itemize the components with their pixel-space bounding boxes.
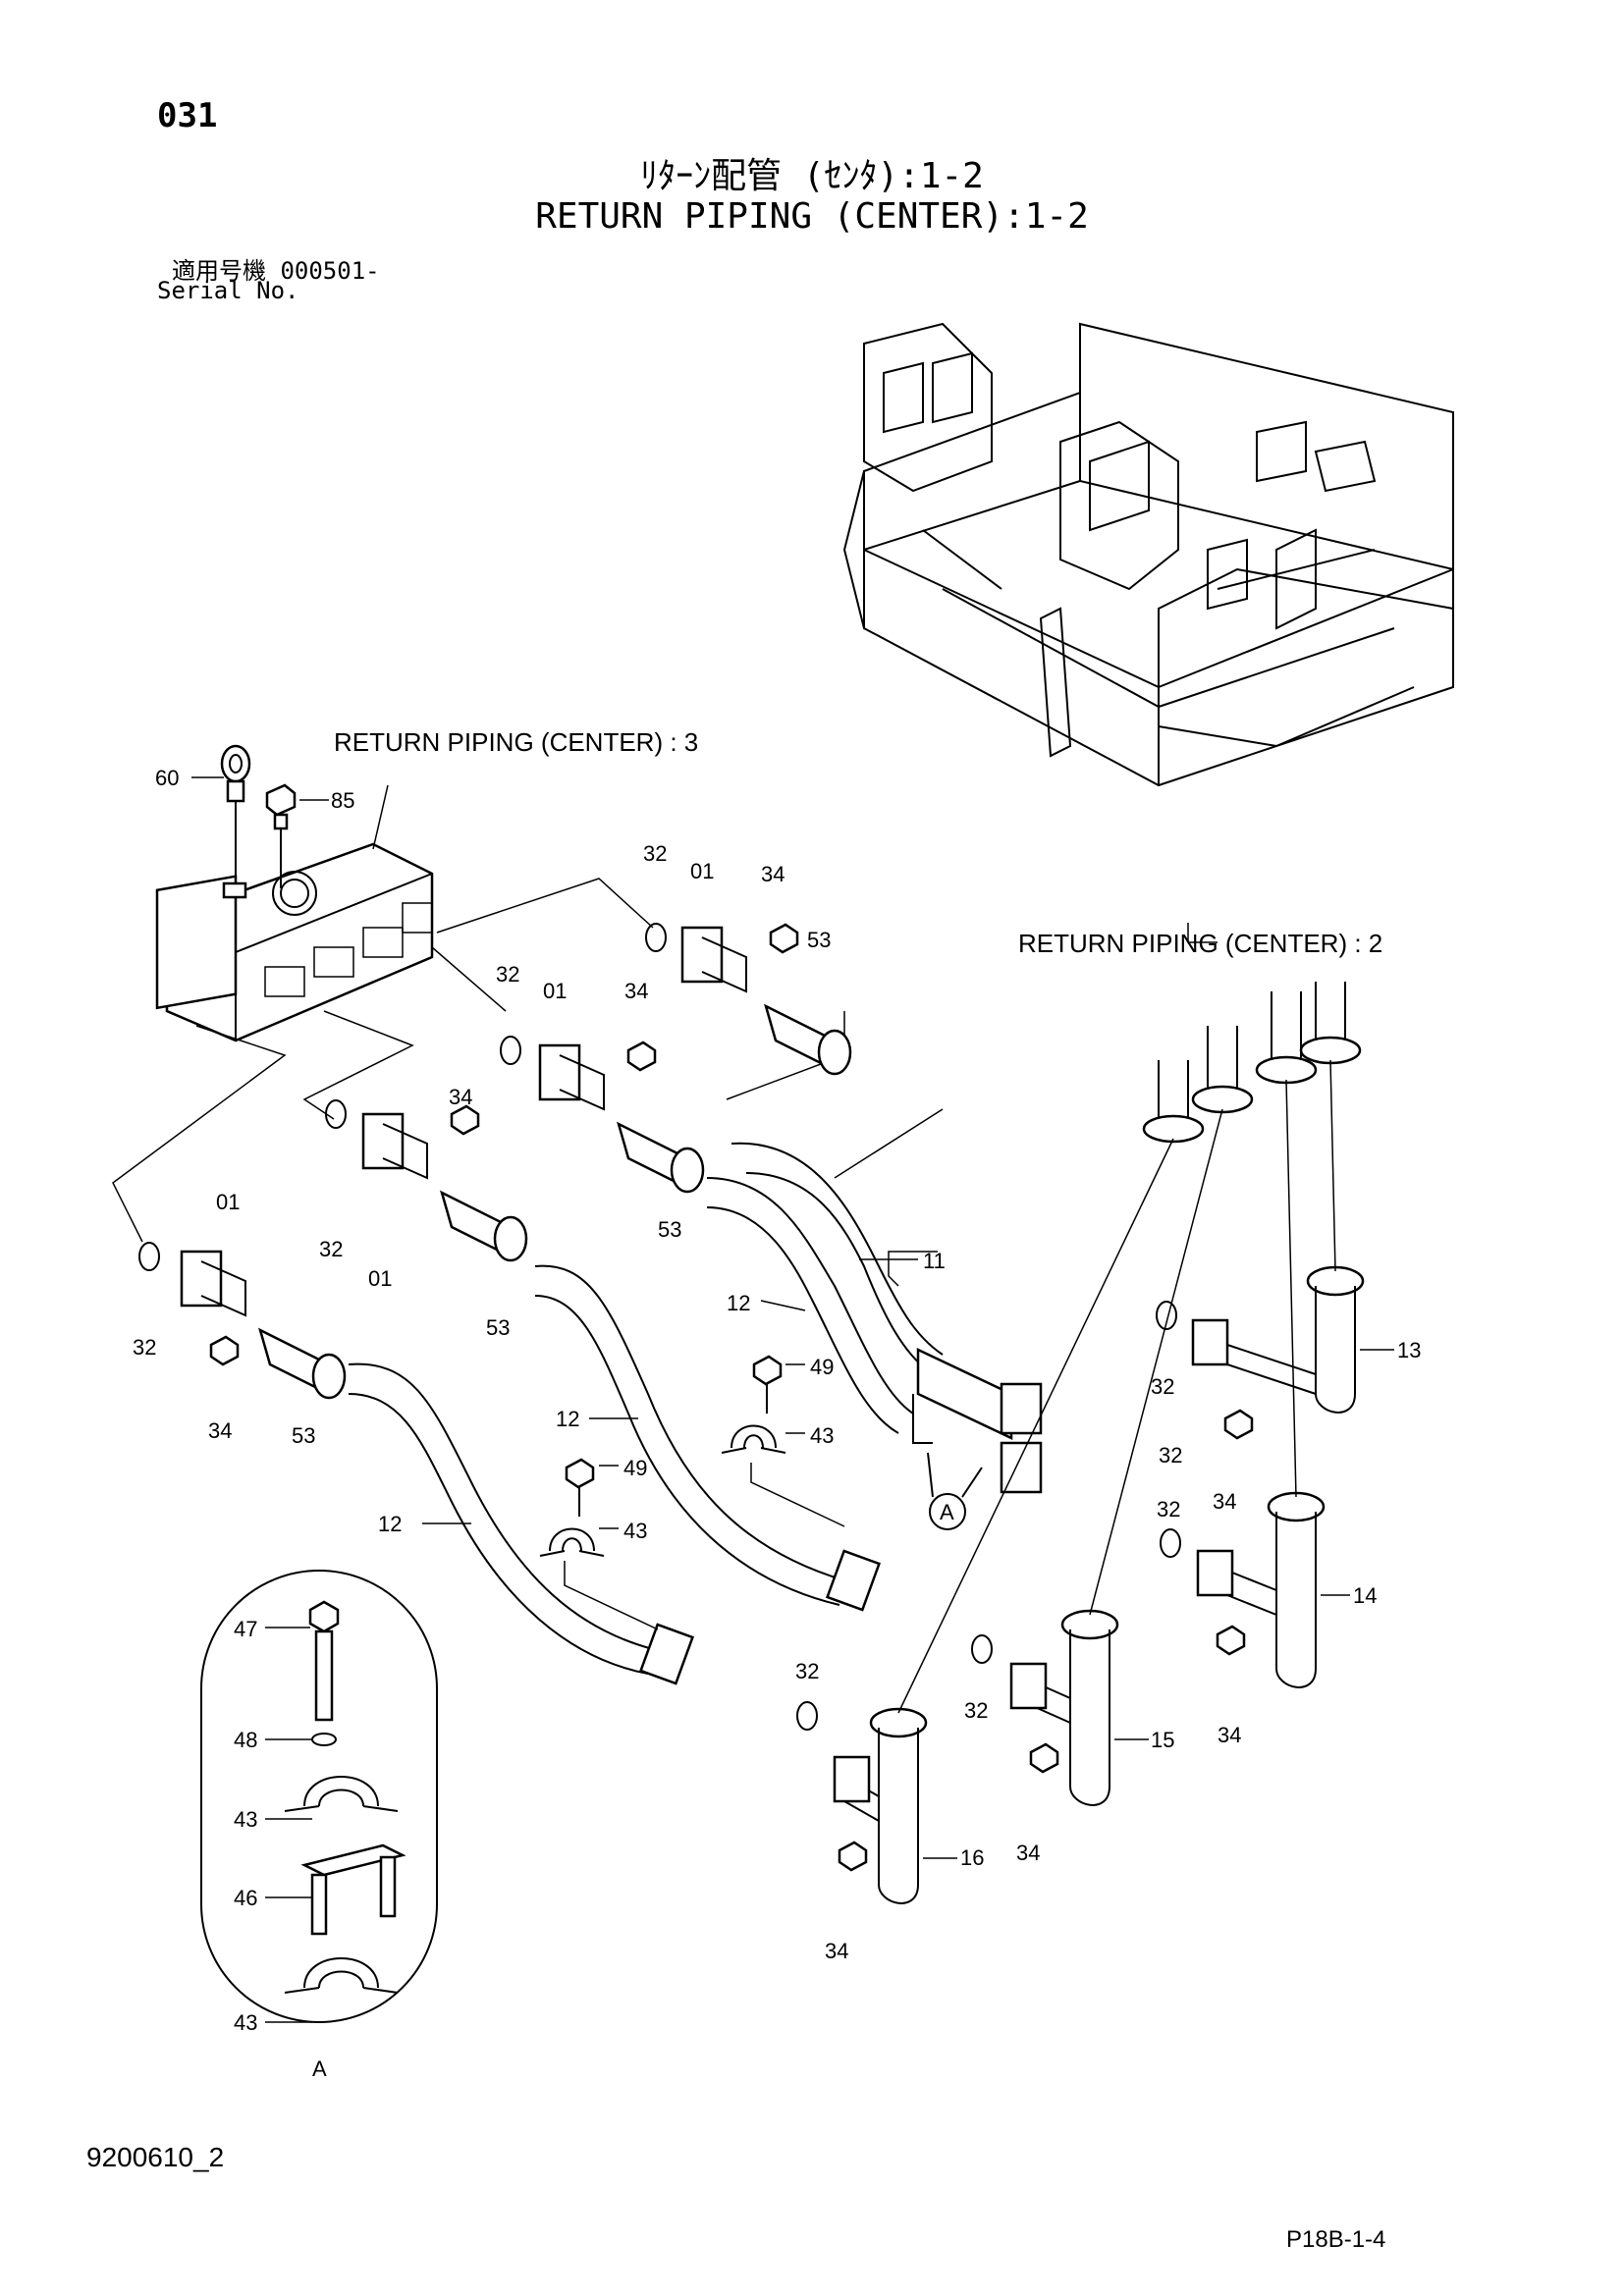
pipe-16 bbox=[833, 1707, 928, 1904]
callout-34: 34 bbox=[449, 1085, 472, 1109]
callout-53: 53 bbox=[486, 1315, 510, 1340]
callout-15: 15 bbox=[1151, 1728, 1174, 1752]
callout-48: 48 bbox=[234, 1728, 257, 1752]
pipe-13 bbox=[1191, 1265, 1365, 1414]
callout-34: 34 bbox=[624, 979, 648, 1003]
callout-46: 46 bbox=[234, 1886, 257, 1910]
callout-32: 32 bbox=[319, 1237, 343, 1261]
flange-coupling-far-left bbox=[180, 1250, 347, 1400]
callout-34: 34 bbox=[1213, 1489, 1236, 1514]
callout-01: 01 bbox=[368, 1266, 392, 1291]
callout-53: 53 bbox=[807, 928, 831, 952]
pipe-12-lower bbox=[348, 1362, 695, 1685]
callout-43: 43 bbox=[234, 1807, 257, 1832]
eye-bolt-60 bbox=[220, 744, 251, 899]
callout-12: 12 bbox=[378, 1512, 402, 1536]
o-rings bbox=[138, 923, 1181, 1731]
callout-34: 34 bbox=[825, 1939, 848, 1963]
callout-60: 60 bbox=[155, 766, 179, 790]
callout-11: 11 bbox=[923, 1249, 946, 1273]
centre-clamp bbox=[912, 1348, 1043, 1494]
callout-43: 43 bbox=[234, 2010, 257, 2035]
page-code: P18B-1-4 bbox=[1286, 2226, 1386, 2253]
callout-32: 32 bbox=[1151, 1374, 1174, 1399]
pipe-15 bbox=[1009, 1609, 1119, 1806]
pipe-11 bbox=[731, 1142, 944, 1375]
valve-block bbox=[155, 842, 434, 1042]
callout-32: 32 bbox=[1157, 1497, 1180, 1522]
callout-34: 34 bbox=[1016, 1841, 1040, 1865]
serial-label-english: Serial No. bbox=[157, 277, 299, 304]
callout-a-marker: A bbox=[940, 1500, 954, 1524]
callout-34: 34 bbox=[208, 1418, 232, 1443]
callout-47: 47 bbox=[234, 1617, 257, 1641]
callout-32: 32 bbox=[496, 962, 519, 987]
detail-a-marker bbox=[927, 1452, 983, 1530]
flange-coupling-mid bbox=[538, 1043, 705, 1194]
callout-12: 12 bbox=[556, 1407, 579, 1431]
callout-85: 85 bbox=[331, 788, 354, 813]
pipe-14 bbox=[1196, 1491, 1326, 1688]
vertical-pipes-ref-2 bbox=[897, 982, 1362, 1714]
reference-label-center-2: RETURN PIPING (CENTER) : 2 bbox=[1018, 929, 1382, 958]
clamps-43 bbox=[539, 1424, 845, 1630]
callout-detail-a: A bbox=[312, 2056, 327, 2081]
leader-lines bbox=[191, 776, 1394, 2023]
callout-53: 53 bbox=[292, 1423, 315, 1448]
callout-43: 43 bbox=[623, 1519, 647, 1543]
pipe-12-upper bbox=[706, 1177, 914, 1434]
callout-49: 49 bbox=[623, 1456, 647, 1480]
callout-49: 49 bbox=[810, 1355, 834, 1379]
callout-14: 14 bbox=[1353, 1583, 1377, 1608]
part-callouts: 60 85 32 01 34 53 32 01 34 34 32 01 53 0… bbox=[133, 766, 1421, 2081]
callout-13: 13 bbox=[1397, 1338, 1421, 1362]
callout-01: 01 bbox=[543, 979, 567, 1003]
callout-32: 32 bbox=[643, 841, 667, 866]
callout-43: 43 bbox=[810, 1423, 834, 1448]
callout-34: 34 bbox=[1218, 1723, 1241, 1747]
flange-coupling-top bbox=[680, 926, 852, 1076]
plug-85 bbox=[265, 783, 297, 888]
detail-a-box bbox=[200, 1570, 438, 2023]
reference-label-center-3: RETURN PIPING (CENTER) : 3 bbox=[334, 727, 698, 757]
callout-16: 16 bbox=[960, 1845, 984, 1870]
pipe-12-middle bbox=[534, 1264, 882, 1612]
page-number: 031 bbox=[157, 96, 218, 135]
title-english: RETURN PIPING (CENTER):1-2 bbox=[535, 196, 1089, 237]
bolts-49 bbox=[565, 1355, 783, 1517]
callout-32: 32 bbox=[1159, 1443, 1182, 1468]
document-code: 9200610_2 bbox=[86, 2142, 225, 2172]
callout-32: 32 bbox=[133, 1335, 156, 1360]
callout-12: 12 bbox=[727, 1291, 750, 1315]
callout-34: 34 bbox=[761, 862, 785, 886]
bolts-34 bbox=[209, 923, 1254, 1872]
callout-53: 53 bbox=[658, 1217, 681, 1242]
flange-coupling-left bbox=[361, 1112, 528, 1262]
machine-overview-drawing bbox=[842, 322, 1454, 787]
callout-01: 01 bbox=[690, 859, 714, 883]
title-japanese: ﾘﾀｰﾝ配管 (ｾﾝﾀ):1-2 bbox=[640, 156, 984, 196]
serial-label-japanese: 適用号機 000501- bbox=[172, 257, 380, 285]
callout-01: 01 bbox=[216, 1190, 240, 1214]
callout-32: 32 bbox=[964, 1698, 988, 1723]
callout-32: 32 bbox=[795, 1659, 819, 1683]
